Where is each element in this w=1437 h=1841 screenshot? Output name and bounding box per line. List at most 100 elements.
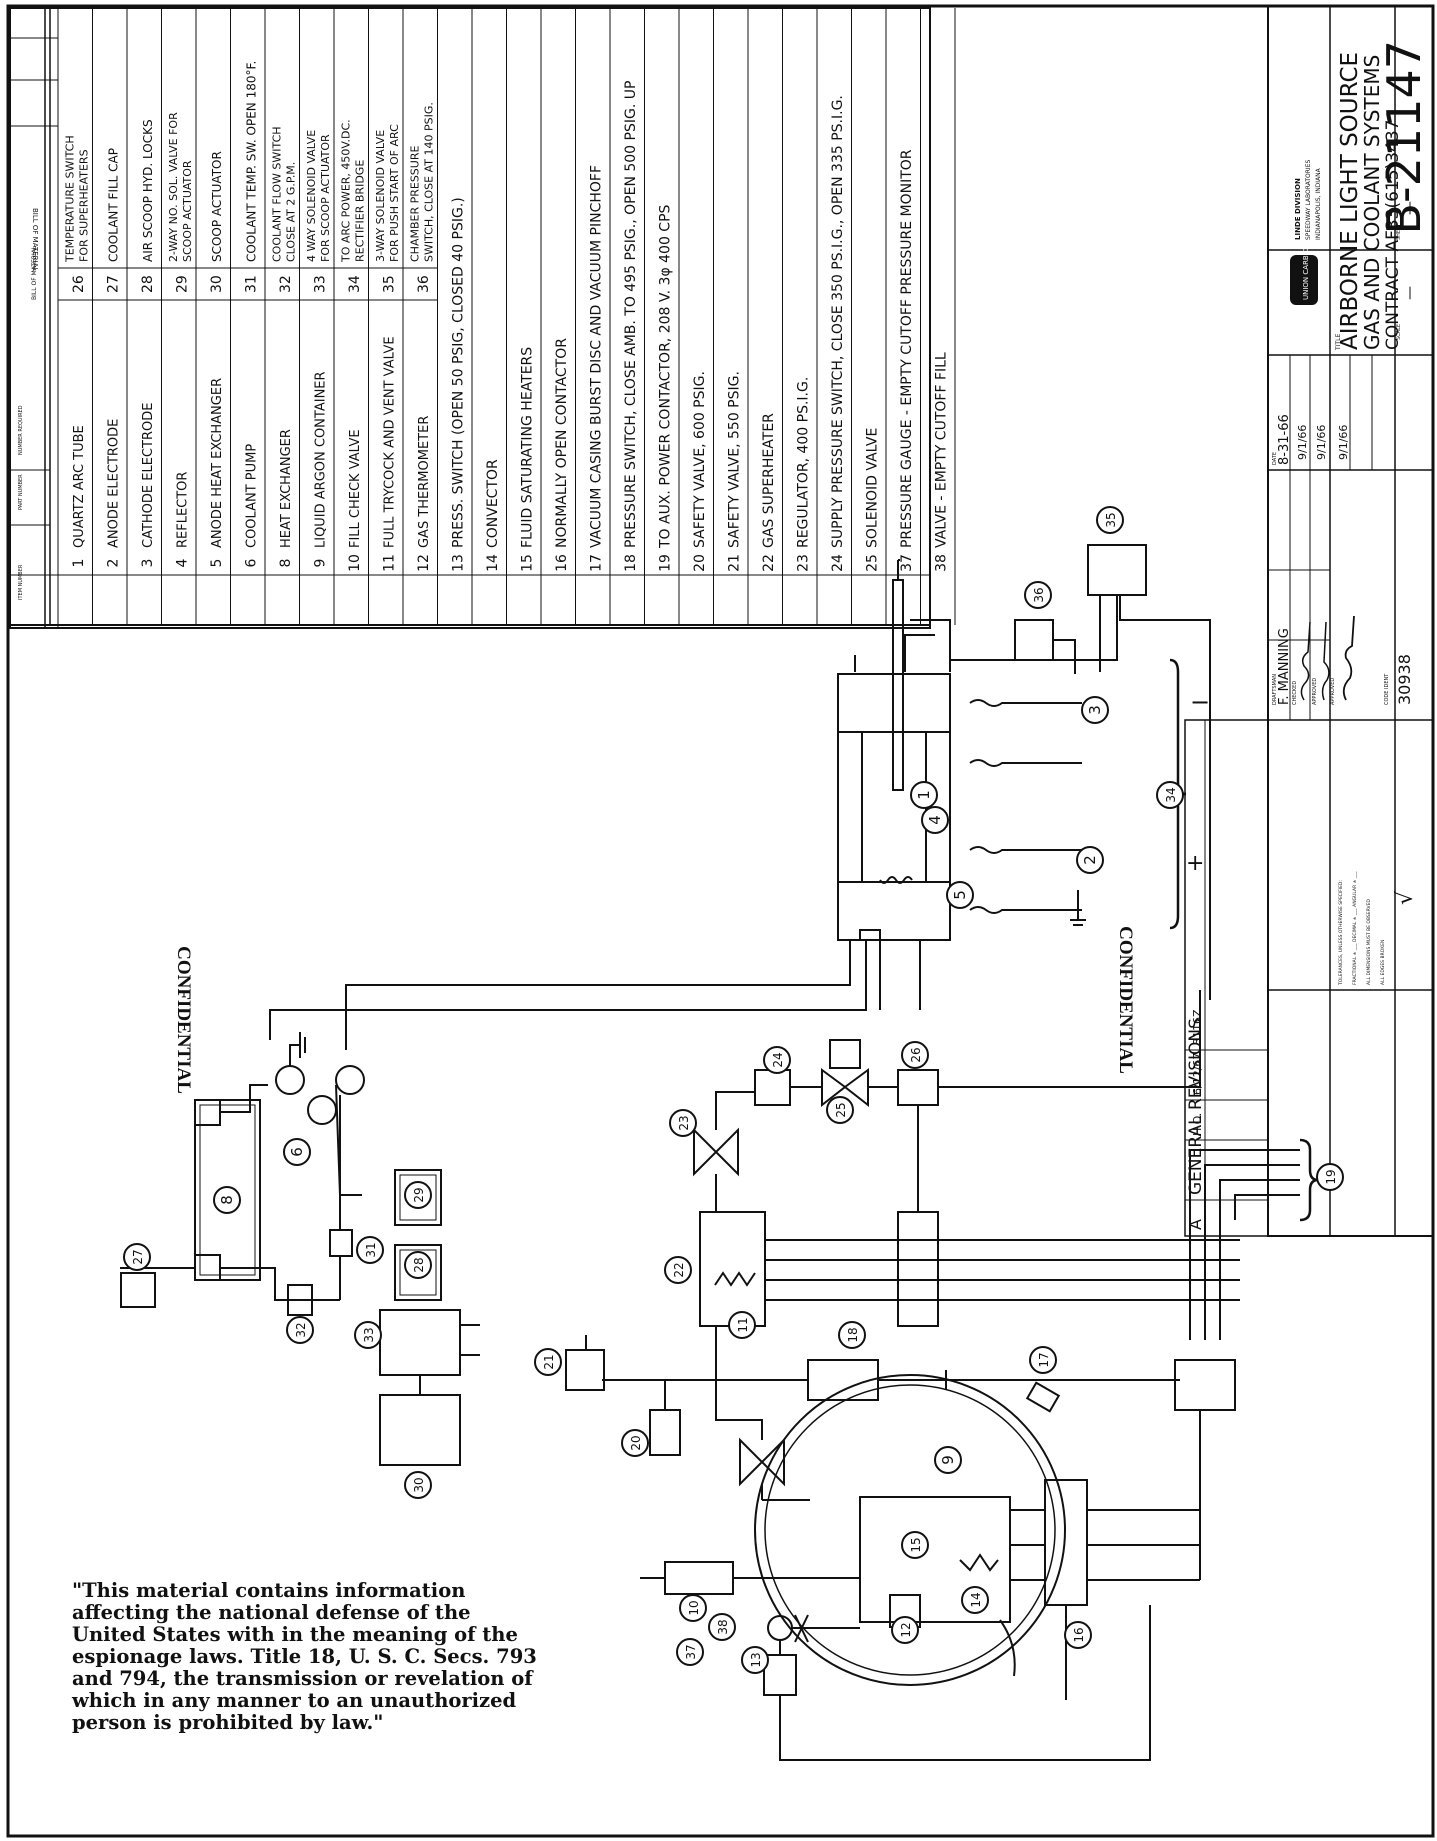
callout-36: 36	[1024, 581, 1052, 609]
bom-item-desc-2b: RECTIFIER BRIDGE	[353, 160, 366, 262]
callouts: 1234568910111213141516171819202122232425…	[123, 506, 1344, 1674]
bom-item-number: 8	[278, 559, 294, 568]
finish-note: ALL DIMENSIONS MUST BE OBSERVED	[1366, 899, 1372, 985]
callout-19: 19	[1316, 1163, 1344, 1191]
callout-25: 25	[826, 1096, 854, 1124]
revision-code: 3116Z	[1191, 1009, 1204, 1045]
schematic	[120, 544, 1319, 1761]
bom-header-cell: ITEM NUMBER	[18, 564, 24, 600]
callout-21: 21	[534, 1348, 562, 1376]
security-notice: "This material contains information affe…	[72, 1579, 537, 1734]
switch-26	[897, 1069, 939, 1106]
bom-item-number-2: 33	[312, 275, 328, 293]
bom-item-desc: SAFETY VALVE, 550 PSIG.	[726, 371, 742, 548]
bom-item-number: 6	[243, 558, 259, 567]
bom-item-number: 24	[830, 554, 846, 572]
callout-34: 34	[1156, 781, 1184, 809]
callout-16: 16	[1064, 1621, 1092, 1649]
callout-26: 26	[901, 1041, 929, 1069]
svg-text:37: 37	[684, 1644, 698, 1659]
sheet-value: —	[1402, 201, 1418, 215]
bom-item-number: 22	[761, 554, 777, 572]
bom-item-number: 5	[209, 559, 225, 568]
bom-item-desc-2: 4 WAY SOLENOID VALVE	[305, 130, 318, 262]
heater-zone-15	[859, 1496, 1011, 1623]
bom-item-number: 12	[416, 554, 432, 572]
bom-item-desc: PRESS. SWITCH (OPEN 50 PSIG, CLOSED 40 P…	[450, 197, 466, 548]
bom-item-desc-2: COOLANT TEMP. SW. OPEN 180°F.	[244, 61, 258, 262]
bom-item-desc: TO AUX. POWER CONTACTOR, 208 V. 3φ 400 C…	[657, 204, 673, 549]
svg-text:26: 26	[909, 1047, 923, 1062]
bom-item-desc-2b: SCOOP ACTUATOR	[181, 160, 194, 262]
bom-item-number: 19	[657, 554, 673, 572]
bom-item-number: 13	[450, 554, 466, 572]
callout-10: 10	[679, 1594, 707, 1622]
bom-item-number: 20	[692, 554, 708, 572]
temp-switch-31	[329, 1229, 353, 1257]
svg-text:11: 11	[736, 1317, 750, 1332]
burst-disc-17	[1025, 1381, 1061, 1413]
bom-item-desc: FILL CHECK VALVE	[348, 429, 363, 548]
callout-14: 14	[961, 1586, 989, 1614]
svg-text:32: 32	[294, 1322, 308, 1337]
bom-item-desc-2: SCOOP ACTUATOR	[210, 151, 224, 262]
callout-1: 1	[910, 781, 938, 809]
brace-34	[1169, 658, 1187, 930]
switch-24	[754, 1069, 791, 1106]
valve-35	[1087, 544, 1147, 596]
confidential-stamp-right: CONFIDENTIAL	[1115, 926, 1136, 1074]
bom-item-desc: PRESSURE GAUGE - EMPTY CUTOFF PRESSURE M…	[899, 149, 915, 548]
argon-container-9	[754, 1374, 1066, 1686]
lab-name: SPEEDWAY LABORATORIES	[1305, 160, 1312, 240]
svg-text:36: 36	[1032, 587, 1046, 602]
reflector	[892, 579, 904, 791]
callout-18: 18	[838, 1321, 866, 1349]
polarity-minus: −	[1190, 688, 1210, 716]
convector-14	[999, 1619, 1016, 1677]
bom-title-rot: BILL OF MATERIAL	[31, 245, 38, 300]
callout-37: 37	[676, 1638, 704, 1666]
callout-27: 27	[123, 1243, 151, 1271]
bom-header: BILL OF MATERIAL	[10, 8, 59, 628]
svg-text:31: 31	[364, 1242, 378, 1257]
superheater-zigzag	[714, 1271, 756, 1287]
svg-text:16: 16	[1072, 1627, 1086, 1642]
callout-4: 4	[921, 806, 949, 834]
bom-item-number-2: 26	[71, 275, 87, 293]
bom-item-desc-2b: FOR PUSH START OF ARC	[388, 124, 401, 262]
bom-item-number-2: 29	[174, 275, 190, 293]
callout-28: 28	[404, 1251, 432, 1279]
bom-item-number: 4	[174, 558, 190, 567]
bom-item-desc: LIQUID ARGON CONTAINER	[313, 371, 328, 548]
sheet-label: SHEET	[1396, 223, 1402, 240]
title-block: B-21147 AIRBORNE LIGHT SOURCE GAS AND CO…	[1184, 5, 1434, 1237]
bom-title: BILL OF MATERIAL	[31, 208, 39, 271]
approved2-date: 9/1/66	[1337, 425, 1350, 460]
bom-item-number-2: 28	[140, 275, 156, 293]
svg-text:21: 21	[542, 1354, 556, 1369]
code-ident: 30938	[1395, 654, 1414, 705]
bom-item-desc: QUARTZ ARC TUBE	[72, 425, 87, 548]
bom-item-desc: NORMALLY OPEN CONTACTOR	[554, 338, 570, 548]
safety-valve-20	[649, 1409, 681, 1456]
svg-text:30: 30	[412, 1477, 426, 1492]
callout-6: 6	[283, 1138, 311, 1166]
svg-text:18: 18	[846, 1327, 860, 1342]
bom-header-cell: PART NUMBER	[18, 474, 24, 510]
approved-label: APPROVED	[1312, 678, 1318, 705]
bom-item-desc: SUPPLY PRESSURE SWITCH, CLOSE 350 PS.I.G…	[830, 95, 846, 548]
callout-20: 20	[621, 1429, 649, 1457]
check-valve-10	[664, 1561, 734, 1595]
bom-item-desc: FLUID SATURATING HEATERS	[519, 347, 535, 548]
approver2-signature	[1342, 615, 1355, 701]
svg-text:23: 23	[677, 1115, 691, 1130]
flow-switch-32	[287, 1284, 313, 1316]
bom-item-desc-2: 3-WAY SOLENOID VALVE	[374, 130, 387, 262]
bom-item-desc-2: CHAMBER PRESSURE	[409, 146, 422, 262]
bom-item-desc: CATHODE ELECTRODE	[141, 403, 156, 548]
bom-item-desc-2: COOLANT FLOW SWITCH	[271, 126, 284, 262]
svg-text:6: 6	[288, 1147, 306, 1157]
callout-9: 9	[934, 1446, 962, 1474]
